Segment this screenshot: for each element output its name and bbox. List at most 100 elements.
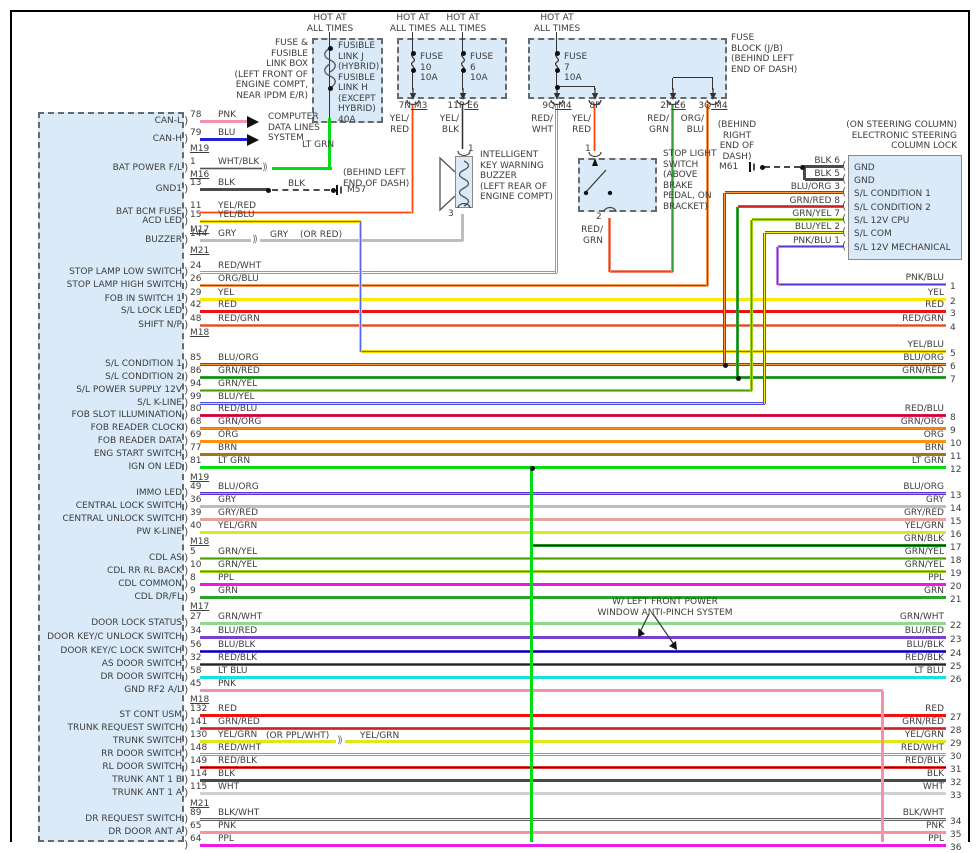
diagram-label: BLK (288, 179, 306, 189)
wire-color-label: RED/WHT (218, 743, 262, 753)
pin-number: 149 (190, 756, 208, 766)
wire-color-label: BLU/ORG (903, 353, 944, 363)
wire (803, 167, 806, 180)
wire-color-label: GRN/ORG (900, 417, 944, 427)
circuit-number: 16 (950, 530, 962, 540)
wire-color-label: BLK 6 (814, 156, 840, 166)
bcm-pin-label: DOOR LOCK STATUS (91, 618, 182, 628)
ground-label: M57 (347, 185, 367, 195)
bcm-pin-label: DR REQUEST SWITCH (85, 814, 182, 824)
wire (200, 363, 946, 366)
pin-number: 49 (190, 482, 202, 492)
wire-color-label: BLK (218, 178, 236, 188)
bcm-pin-label: CDL RR RL BACK (107, 566, 182, 576)
pin-bracket: ) (184, 734, 189, 747)
bcm-pin-label: DR DOOR ANT A (108, 827, 182, 837)
diagram-label: 1 (468, 144, 474, 154)
fuse-tap-label: 3Q M4 (683, 101, 743, 111)
pin-number: 26 (190, 274, 202, 284)
pin-number: 115 (190, 782, 208, 792)
wire-color-label: PPL (928, 834, 944, 844)
diagram-label: HOT AT ALL TIMES (306, 13, 354, 34)
wire (200, 663, 946, 666)
wire (411, 104, 414, 213)
wire (555, 104, 558, 273)
wire-color-label: PNK (925, 821, 944, 831)
pin-bracket: ( (842, 172, 847, 185)
pin-bracket: ) (184, 670, 189, 683)
wire (412, 70, 413, 90)
junction-dot (460, 67, 466, 73)
fuse-tap-label: 7N M3 (383, 101, 443, 111)
wire (200, 689, 883, 692)
wire-color-label: RED (925, 300, 944, 310)
diagram-label: HOT AT ALL TIMES (439, 13, 487, 34)
diagram-label: COMPUTER DATA LINES SYSTEM (268, 112, 320, 143)
pin-bracket: ) (184, 304, 189, 317)
wire (532, 544, 946, 547)
junction-dot (759, 164, 765, 170)
wire-color-label: RED/WHT (900, 743, 944, 753)
wire (359, 222, 362, 352)
circuit-number: 32 (950, 778, 962, 788)
diagram-label: YEL/ BLK (439, 114, 459, 135)
pin-bracket: ) (184, 630, 189, 643)
diagram-label: (BEHIND RIGHT END OF DASH) (717, 120, 757, 162)
diagram-label: INTELLIGENT KEY WARNING BUZZER (LEFT REA… (480, 150, 553, 202)
bcm-pin-label: S/L LOCK LED (120, 306, 182, 316)
fuse-box-jb (528, 38, 727, 99)
pin-bracket: ) (184, 564, 189, 577)
circuit-number: 30 (950, 752, 962, 762)
circuit-number: 34 (950, 817, 962, 827)
tap-connector: M4 (711, 101, 728, 111)
pin-number: 89 (190, 808, 202, 818)
circuit-number: 4 (950, 323, 956, 333)
pin-bracket: ) (184, 525, 189, 538)
wire (200, 284, 708, 287)
connector-label: M19 (190, 473, 210, 483)
wire-color-label: YEL/BLU (218, 210, 255, 220)
wire (736, 207, 739, 378)
bcm-pin-label: FOB SLOT ILLUMINATION (71, 410, 182, 420)
pin-bracket: ) (184, 233, 189, 246)
junction-dot (722, 362, 728, 368)
pin-number: 1 (190, 157, 196, 167)
junction-dot (265, 187, 271, 193)
pin-bracket: ) (184, 838, 189, 851)
wire-color-label: BLU/ORG 3 (790, 182, 840, 192)
wire-color-label: GRN/YEL (218, 379, 258, 389)
tap-connector: E6 (464, 101, 479, 111)
wire-color-label: BLU/ORG (218, 353, 259, 363)
connector-label: M18 (190, 537, 210, 547)
wire-color-label: PNK/BLU 1 (792, 236, 840, 246)
bcm-pin-label: STOP LAMP HIGH SWITCH (66, 280, 182, 290)
circuit-number: 35 (950, 830, 962, 840)
junction-dot (554, 67, 560, 73)
wire (671, 104, 674, 272)
wire-color-label: LT BLU (914, 666, 944, 676)
lock-pin-label: S/L 12V MECHANICAL (854, 243, 951, 253)
pin-number: 13 (190, 178, 202, 188)
circuit-number: 29 (950, 739, 962, 749)
wire-color-label: GRN/WHT (899, 612, 944, 622)
pin-bracket: ) (184, 132, 189, 145)
circuit-number: 5 (950, 349, 956, 359)
wire (556, 32, 557, 38)
wire (200, 120, 248, 123)
pin-number: 24 (190, 261, 202, 271)
buzzer-box (455, 156, 473, 208)
wire (200, 310, 946, 313)
pin-bracket: ) (184, 214, 189, 227)
circuit-number: 9 (950, 426, 956, 436)
wire (805, 178, 843, 181)
pin-number: 86 (190, 366, 202, 376)
wire (200, 622, 946, 625)
wire-color-label: BRN (924, 443, 944, 453)
diagram-label: HOT AT ALL TIMES (533, 13, 581, 34)
wire (200, 167, 262, 170)
wire (462, 38, 463, 53)
pin-bracket: ) (184, 421, 189, 434)
bcm-box (38, 112, 184, 842)
circuit-number: 24 (950, 649, 962, 659)
